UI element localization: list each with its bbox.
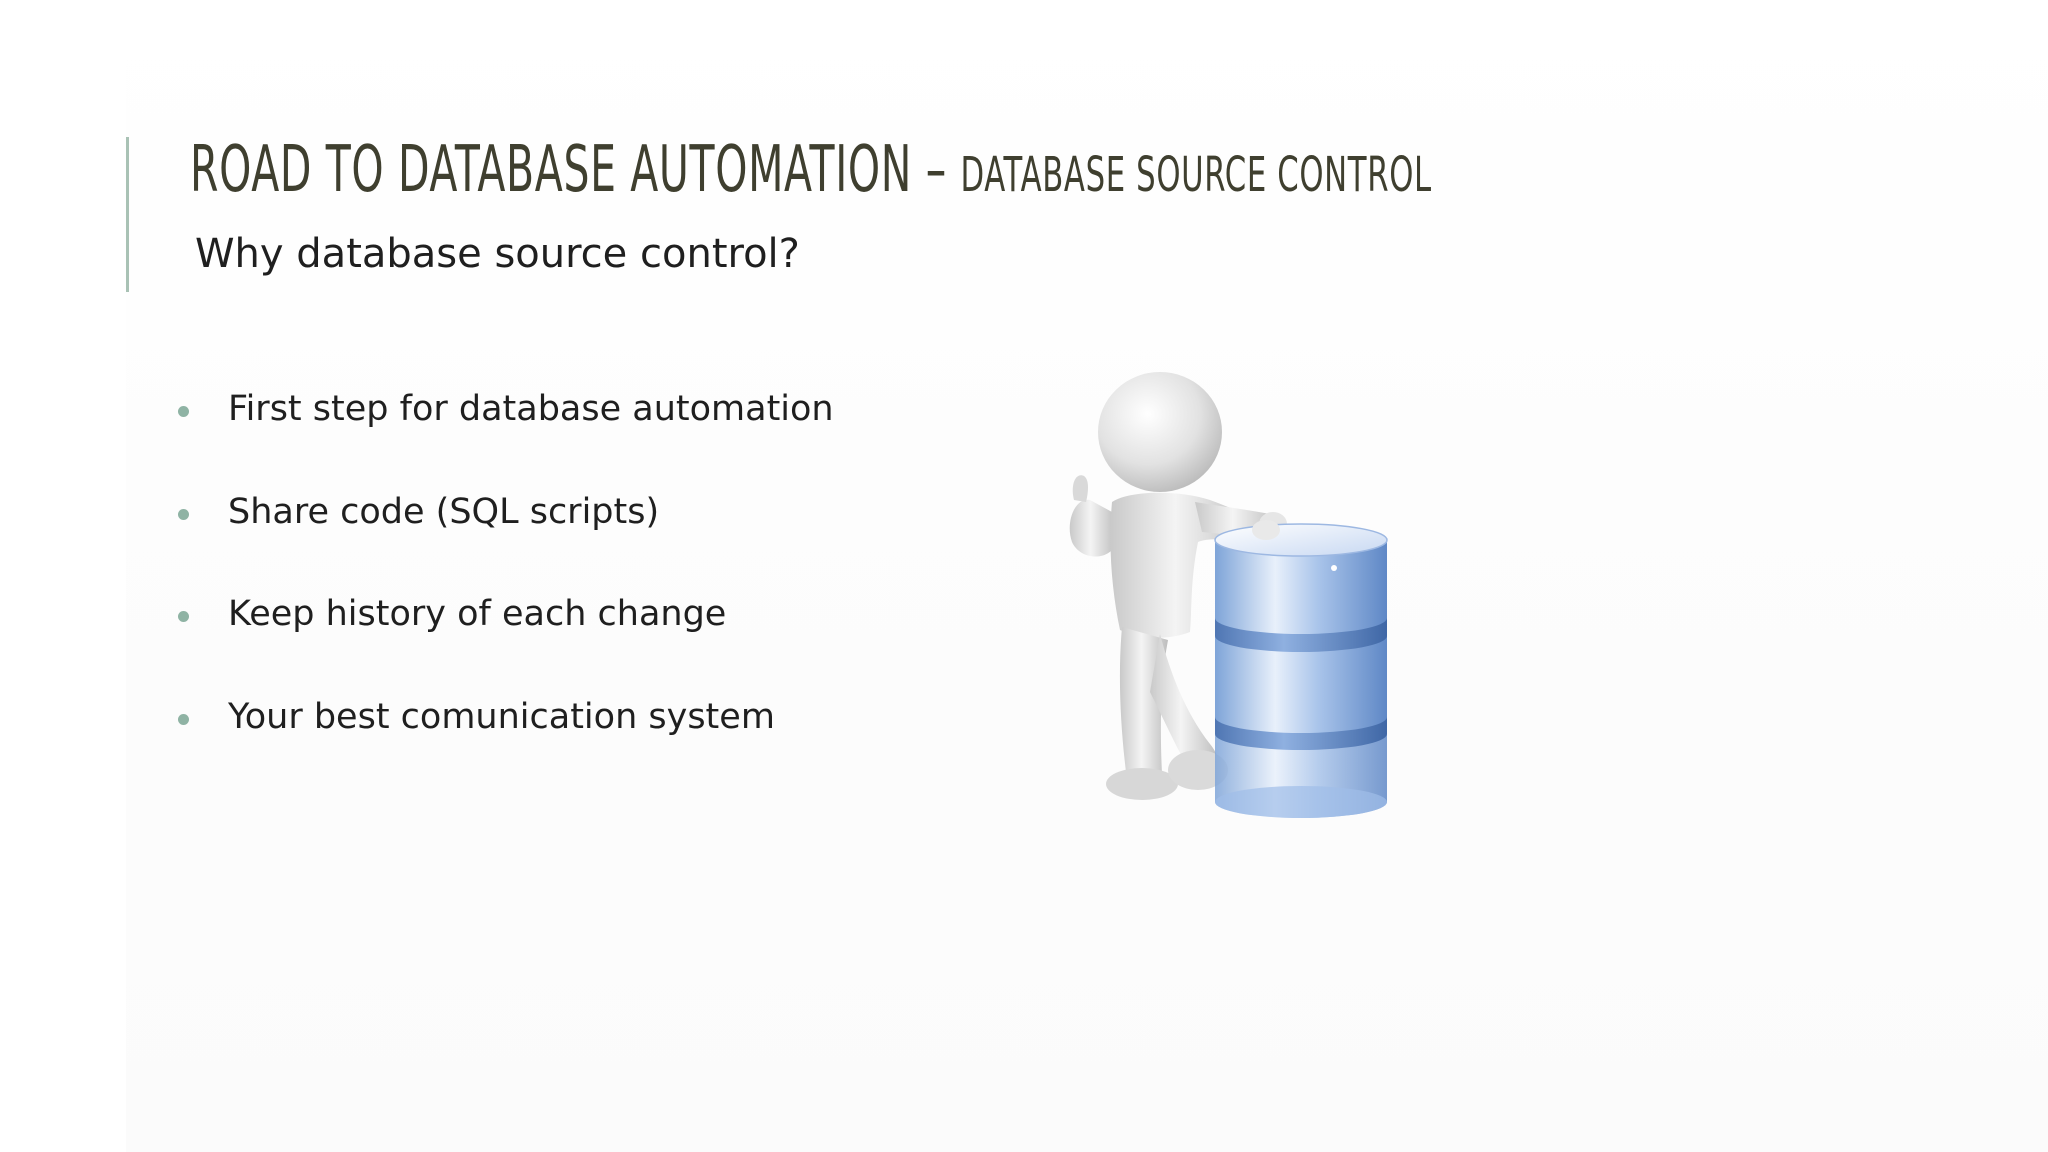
bullet-item: Your best comunication system bbox=[178, 696, 834, 799]
bullet-item: Share code (SQL scripts) bbox=[178, 491, 834, 594]
bullet-dot-icon bbox=[178, 406, 189, 417]
bullet-item: First step for database automation bbox=[178, 388, 834, 491]
slide-title: ROAD TO DATABASE AUTOMATION – DATABASE S… bbox=[190, 138, 1432, 202]
bullet-item: Keep history of each change bbox=[178, 593, 834, 696]
person-leaning-on-database-icon bbox=[1069, 372, 1388, 818]
bullet-list: First step for database automation Share… bbox=[178, 388, 834, 798]
slide-title-main: ROAD TO DATABASE AUTOMATION bbox=[190, 133, 913, 207]
bullet-text: Keep history of each change bbox=[228, 594, 727, 634]
slide-title-sub: DATABASE SOURCE CONTROL bbox=[960, 147, 1432, 203]
bullet-text: First step for database automation bbox=[228, 389, 834, 429]
title-accent-bar bbox=[126, 137, 129, 292]
content-background bbox=[126, 0, 2048, 1152]
database-cylinder-icon bbox=[1214, 523, 1388, 818]
person-figure-icon bbox=[1069, 372, 1287, 800]
slide-subtitle: Why database source control? bbox=[195, 231, 800, 277]
slide-title-separator: – bbox=[912, 133, 961, 207]
bullet-dot-icon bbox=[178, 508, 189, 520]
bullet-dot-icon bbox=[178, 713, 189, 725]
bullet-dot-icon bbox=[178, 611, 189, 622]
bullet-text: Share code (SQL scripts) bbox=[228, 491, 660, 532]
bullet-text: Your best comunication system bbox=[228, 696, 775, 737]
